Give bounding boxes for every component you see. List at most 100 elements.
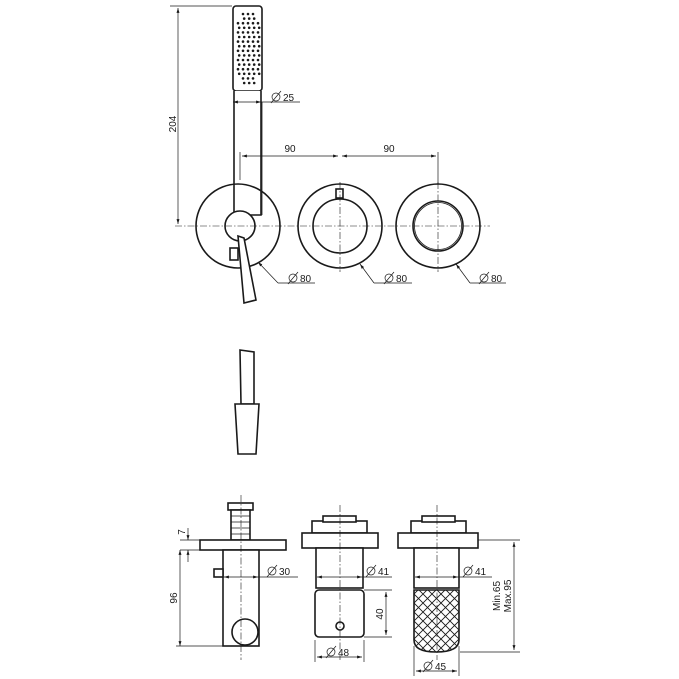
nozzle-dot (257, 54, 261, 57)
nozzle-dot (241, 40, 245, 43)
nozzle-dot (252, 26, 256, 30)
nozzle-dot (241, 21, 245, 25)
dim-label-dia25: 25 (283, 93, 295, 104)
nozzle-dot (237, 44, 241, 48)
nozzle-dot (251, 31, 255, 34)
nozzle-dot (257, 44, 261, 48)
dim-label-dia41-b: 41 (475, 567, 487, 578)
nozzle-dot (247, 63, 251, 66)
nozzle-dot (256, 40, 260, 43)
dim-label-min: Min.65 (492, 581, 503, 611)
nozzle-dot (246, 40, 250, 43)
knurl-pattern (414, 590, 459, 652)
nozzle-dot (237, 35, 241, 39)
shower-handle (233, 91, 262, 216)
nozzle-dot (241, 12, 245, 16)
outlet-tab (213, 568, 224, 578)
nozzle-dot (257, 35, 261, 39)
nozzle-dot (252, 54, 256, 57)
nozzle-dot (241, 31, 245, 34)
dim-label-dia80-c: 80 (491, 274, 503, 285)
nozzle-dot (242, 72, 246, 76)
nozzle-dot (247, 17, 251, 20)
nozzle-dot (236, 49, 240, 53)
diameter-icon (462, 564, 474, 578)
nozzle-dot (256, 67, 260, 71)
nozzle-dot (257, 26, 261, 30)
nozzle-dot (256, 21, 260, 25)
outlet-plate (199, 539, 287, 551)
nozzle-dot (246, 67, 250, 71)
dim-label-dia41-a: 41 (378, 567, 390, 578)
mixer-cap-top (322, 515, 357, 523)
nozzle-dot (247, 26, 251, 30)
dim-label-dia80-a: 80 (300, 274, 312, 285)
hose-stub (237, 234, 257, 305)
nozzle-dot (246, 31, 250, 34)
nozzle-dot (252, 81, 256, 85)
nozzle-dot (237, 26, 241, 30)
mixer2-cap-top (421, 515, 456, 523)
nozzle-dot (247, 35, 251, 39)
nozzle-dot (247, 81, 251, 85)
diameter-icon (365, 564, 377, 578)
hose-segment (239, 349, 255, 405)
nozzle-dot (251, 58, 255, 62)
nozzle-dot (246, 21, 250, 25)
outlet-elbow (229, 247, 239, 261)
nozzle-dot (251, 40, 255, 43)
dim-label-spacing-2: 90 (383, 144, 395, 155)
dim-label-204: 204 (168, 115, 179, 132)
outlet-nut (227, 502, 254, 511)
nozzle-dot (247, 44, 251, 48)
front-view (175, 5, 490, 305)
nozzle-dot (242, 54, 246, 57)
nozzle-dot (257, 72, 261, 76)
nozzle-dot (241, 58, 245, 62)
outlet-thread (230, 509, 251, 541)
nozzle-dot (251, 12, 255, 16)
dim-label-max: Max.95 (503, 579, 514, 612)
nozzle-dot (242, 44, 246, 48)
nozzle-dot (252, 35, 256, 39)
nozzle-dot (257, 63, 261, 66)
nozzle-dot (251, 77, 255, 80)
nozzle-dot (241, 77, 245, 80)
nozzle-dot (237, 63, 241, 66)
nozzle-dot (241, 49, 245, 53)
nozzle-dot (242, 26, 246, 30)
side-view-mixer-1 (301, 515, 379, 638)
mixer2-neck (413, 547, 460, 589)
front-dimensions: 204 25 90 90 80 80 80 (168, 5, 506, 285)
nozzle-dot (242, 81, 246, 85)
dim-label-dia45: 45 (435, 662, 447, 673)
mixer-neck (315, 547, 364, 589)
lever-notch (335, 188, 344, 199)
nozzle-dot (256, 49, 260, 53)
nozzle-dot (237, 72, 241, 76)
diameter-icon (325, 645, 337, 659)
nozzle-dot (247, 54, 251, 57)
nozzle-dot (251, 49, 255, 53)
nozzle-dot (242, 17, 246, 20)
nozzle-dot (236, 21, 240, 25)
diameter-icon (383, 271, 395, 285)
nozzle-dot (252, 17, 256, 20)
nozzle-dot (247, 72, 251, 76)
dim-label-96: 96 (169, 592, 180, 604)
dim-label-dia48: 48 (338, 648, 350, 659)
nozzle-dot (242, 35, 246, 39)
nozzle-dot (252, 63, 256, 66)
diameter-icon (287, 271, 299, 285)
dim-label-dia30: 30 (279, 567, 291, 578)
side-view-outlet (199, 502, 287, 647)
diameter-icon (266, 564, 278, 578)
diameter-icon (270, 90, 282, 104)
dim-label-spacing-1: 90 (284, 144, 296, 155)
dim-label-dia80-b: 80 (396, 274, 408, 285)
nozzle-dot (241, 67, 245, 71)
hose-and-connector (234, 349, 260, 455)
nozzle-dot (236, 67, 240, 71)
mixer2-flange (397, 532, 479, 549)
nozzle-dot (242, 63, 246, 66)
